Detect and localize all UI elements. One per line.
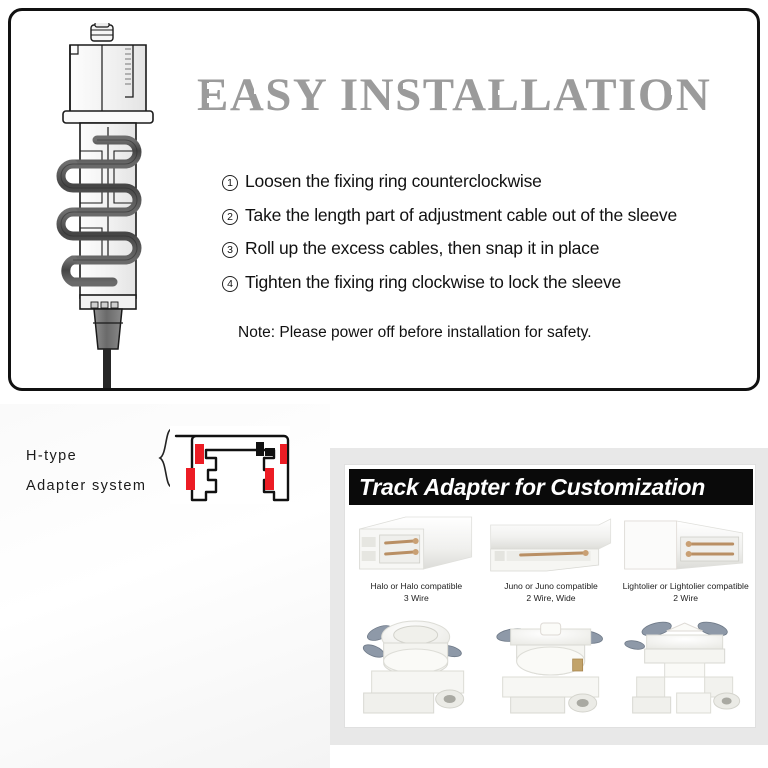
track-adapter-panel: Track Adapter for Customization: [330, 448, 768, 745]
track-adapter-inner: Track Adapter for Customization: [344, 464, 756, 728]
juno-track-rail-photo: [484, 513, 617, 575]
h-type-line1: H-type: [26, 448, 78, 464]
curly-brace-icon: [158, 428, 173, 488]
lightolier-adapter-head-photo: [618, 615, 751, 715]
easy-installation-panel: EASY INSTALLATION 1 Loosen the fixing ri…: [8, 8, 760, 391]
installation-step-list: 1 Loosen the fixing ring counterclockwis…: [222, 171, 752, 305]
track-rail-row: [351, 513, 751, 575]
step-text: Take the length part of adjustment cable…: [245, 204, 678, 225]
halo-adapter-head-photo: [351, 615, 484, 715]
track-caption-row: Halo or Halo compatible 3 Wire Juno or J…: [349, 581, 753, 604]
lightolier-caption-line1: Lightolier or Lightolier compatible: [622, 581, 749, 591]
h-type-line2: Adapter system: [26, 478, 147, 494]
lightolier-caption-line2: 2 Wire: [673, 592, 699, 603]
halo-caption-line2: 3 Wire: [403, 592, 429, 603]
lightolier-caption: Lightolier or Lightolier compatible 2 Wi…: [618, 581, 753, 604]
h-track-cross-section: [170, 426, 290, 504]
list-item: 3 Roll up the excess cables, then snap i…: [222, 238, 752, 259]
h-type-label: H-type Adapter system: [26, 441, 146, 501]
adapter-head-row: [351, 615, 751, 715]
lightolier-track-rail-photo: [618, 513, 751, 575]
halo-caption-line1: Halo or Halo compatible: [370, 581, 463, 591]
step-number: 4: [222, 275, 238, 292]
step-text: Loosen the fixing ring counterclockwise: [245, 171, 542, 191]
h-type-adapter-panel: H-type Adapter system: [0, 404, 330, 768]
track-adapter-banner: Track Adapter for Customization: [349, 469, 753, 505]
halo-caption: Halo or Halo compatible 3 Wire: [349, 581, 484, 604]
juno-adapter-head-photo: [484, 615, 617, 715]
step-number: 3: [222, 242, 238, 258]
juno-caption: Juno or Juno compatible 2 Wire, Wide: [484, 581, 619, 604]
juno-caption-line2: 2 Wire, Wide: [526, 592, 576, 603]
track-adapter-banner-text: Track Adapter for Customization: [359, 473, 705, 500]
list-item: 1 Loosen the fixing ring counterclockwis…: [222, 171, 752, 192]
step-text: Tighten the fixing ring clockwise to loc…: [245, 271, 622, 292]
list-item: 2 Take the length part of adjustment cab…: [222, 205, 752, 226]
step-number: 2: [222, 208, 238, 225]
page-title: EASY INSTALLATION: [197, 69, 712, 121]
cable-coiling-adapter-line-drawing: [56, 23, 154, 388]
step-number: 1: [222, 175, 238, 191]
safety-note: Note: Please power off before installati…: [238, 324, 592, 341]
juno-caption-line1: Juno or Juno compatible: [504, 581, 598, 591]
list-item: 4 Tighten the fixing ring clockwise to l…: [222, 272, 752, 293]
step-text: Roll up the excess cables, then snap it …: [245, 238, 600, 258]
halo-track-rail-photo: [351, 513, 484, 575]
